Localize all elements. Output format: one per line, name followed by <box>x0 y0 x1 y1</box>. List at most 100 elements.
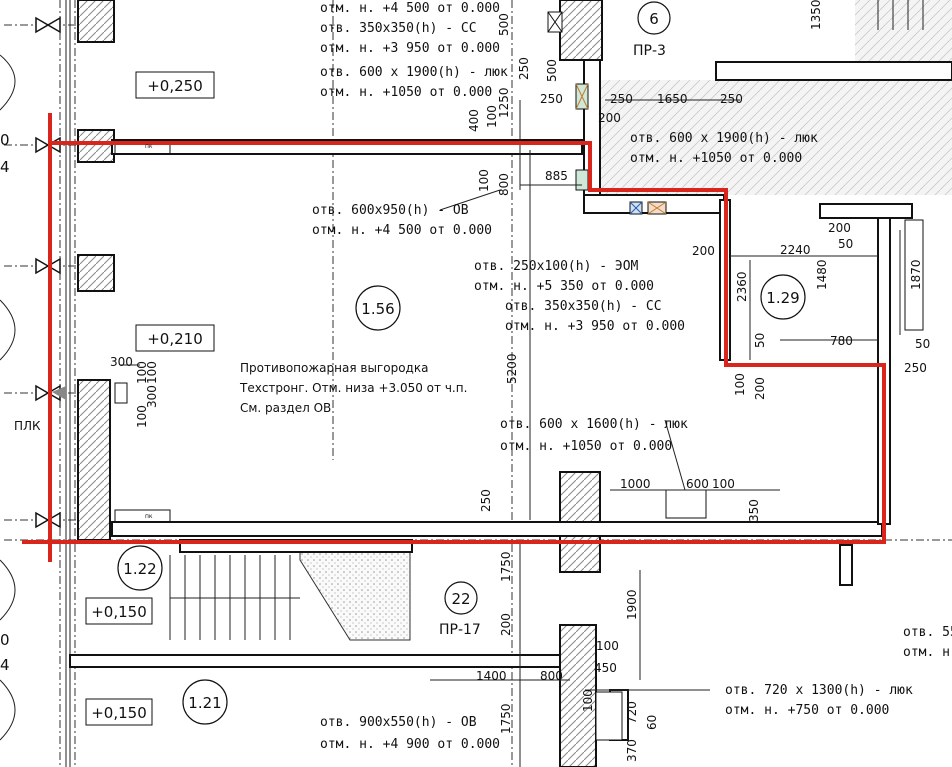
dim-38: 1750 <box>499 551 513 582</box>
note-20: отв. 900x550(h) - ОВ <box>320 715 477 730</box>
dim-37: 250 <box>479 489 493 512</box>
dim-47: 100 <box>581 689 595 712</box>
dimension-numbers: 500 250 500 1250 250 100 400 250 1650 25… <box>110 0 930 762</box>
dim-28: 300 <box>110 355 133 369</box>
note-16: отв. 600 x 1600(h) - люк <box>500 417 688 432</box>
dim-14: 2240 <box>780 243 811 257</box>
dim-30: 300 <box>145 385 159 408</box>
note-5: отв. 600 x 1900(h) - люк <box>630 131 818 146</box>
dim-12: 800 <box>497 173 511 196</box>
note-23: отм. н. <box>903 645 952 660</box>
room-circles <box>117 1 806 725</box>
dim-13: 100 <box>477 169 491 192</box>
dim-24: 250 <box>904 361 927 375</box>
axis-code-1: ПР-17 <box>439 622 481 638</box>
pk-label-1: пк <box>145 143 153 150</box>
tiled-floor-area <box>595 80 952 195</box>
left-facade <box>0 0 71 767</box>
dim-2: 500 <box>545 59 559 82</box>
axis-22: 22 <box>451 590 470 608</box>
dim-19: 1480 <box>815 259 829 290</box>
red-outline <box>48 141 886 544</box>
dim-18: 2360 <box>735 271 749 302</box>
dim-20: 1870 <box>909 259 923 290</box>
dim-5: 100 <box>485 105 499 128</box>
room-level-0: +0,210 <box>147 330 203 348</box>
dim-29: 100 <box>145 361 159 384</box>
edge-label-4: 4 <box>0 656 10 674</box>
room-level-2: +0,150 <box>91 603 147 621</box>
room-id-3: 1.21 <box>188 694 221 712</box>
dim-32: 100 <box>135 361 149 384</box>
note-4: отм. н. +1050 от 0.000 <box>320 85 492 100</box>
dim-35: 100 <box>712 477 735 491</box>
dim-9: 250 <box>720 92 743 106</box>
note-3: отв. 600 x 1900(h) - люк <box>320 65 508 80</box>
note-10: отм. н. +5 350 от 0.000 <box>474 279 654 294</box>
room-level-3: +0,150 <box>91 704 147 722</box>
axis-code-0: ПР-3 <box>633 43 666 59</box>
dim-42: 450 <box>594 661 617 675</box>
annotations: отм. н. +4 500 от 0.000 отв. 350x350(h) … <box>239 1 952 752</box>
dim-34: 600 <box>686 477 709 491</box>
note-9: отв. 250x100(h) - ЭОМ <box>474 259 639 274</box>
dim-7: 250 <box>610 92 633 106</box>
dim-22: 50 <box>753 333 767 348</box>
dim-44: 800 <box>540 669 563 683</box>
pk-label-2: пк <box>145 513 153 520</box>
dim-15: 200 <box>828 221 851 235</box>
dim-50: 1350 <box>809 0 823 30</box>
dim-39: 1900 <box>625 589 639 620</box>
note-12: отм. н. +3 950 от 0.000 <box>505 319 685 334</box>
note-22: отв. 550 <box>903 625 952 640</box>
note-13: Противопожарная выгородка <box>240 361 428 375</box>
note-11: отв. 350x350(h) - СС <box>505 299 662 314</box>
dim-41: 100 <box>596 639 619 653</box>
dimension-lines <box>120 99 901 767</box>
dim-26: 200 <box>753 377 767 400</box>
plk-label: ПЛК <box>14 419 41 433</box>
room-id-0: 1.56 <box>361 300 394 318</box>
dim-17: 200 <box>692 244 715 258</box>
dim-27: 5200 <box>505 353 519 384</box>
room-id-2: 1.22 <box>123 560 156 578</box>
dim-33: 1000 <box>620 477 651 491</box>
note-14: Техстронг. Отм. низа +3.050 от ч.п. <box>239 381 467 395</box>
stair-landing <box>299 547 411 641</box>
dim-49: 60 <box>645 715 659 730</box>
note-17: отм. н. +1050 от 0.000 <box>500 439 672 454</box>
axis-6: 6 <box>649 10 659 28</box>
level-boxes <box>85 71 215 726</box>
room-labels: 1.56 +0,210 1.29 1.22 +0,150 1.21 +0,150… <box>0 10 800 722</box>
note-8: отм. н. +4 500 от 0.000 <box>312 223 492 238</box>
dim-21: 780 <box>830 334 853 348</box>
note-2: отм. н. +3 950 от 0.000 <box>320 41 500 56</box>
note-21: отм. н. +4 900 от 0.000 <box>320 737 500 752</box>
edge-label-3: 0 <box>0 631 10 649</box>
dim-48: 370 <box>625 739 639 762</box>
dim-31: 100 <box>135 405 149 428</box>
edge-label-2: 4 <box>0 158 10 176</box>
dim-25: 100 <box>733 373 747 396</box>
dim-4: 250 <box>540 92 563 106</box>
room-level-4: +0,250 <box>147 77 203 95</box>
shafts <box>52 11 924 741</box>
dim-43: 1400 <box>476 669 507 683</box>
note-7: отв. 600x950(h) - ОВ <box>312 203 469 218</box>
dim-16: 50 <box>838 237 853 251</box>
stairs <box>169 0 924 640</box>
note-0: отм. н. +4 500 от 0.000 <box>320 1 500 16</box>
note-19: отм. н. +750 от 0.000 <box>725 703 889 718</box>
dim-46: 720 <box>625 701 639 724</box>
room-id-1: 1.29 <box>766 289 799 307</box>
dim-23: 50 <box>915 337 930 351</box>
note-15: См. раздел ОВ <box>240 401 331 415</box>
dim-8: 1650 <box>657 92 688 106</box>
dim-45: 1750 <box>499 703 513 734</box>
edge-label-1: 0 <box>0 131 10 149</box>
note-1: отв. 350x350(h) - СС <box>320 21 477 36</box>
dim-11: 885 <box>545 169 568 183</box>
dim-40: 200 <box>499 613 513 636</box>
dim-1: 250 <box>517 57 531 80</box>
